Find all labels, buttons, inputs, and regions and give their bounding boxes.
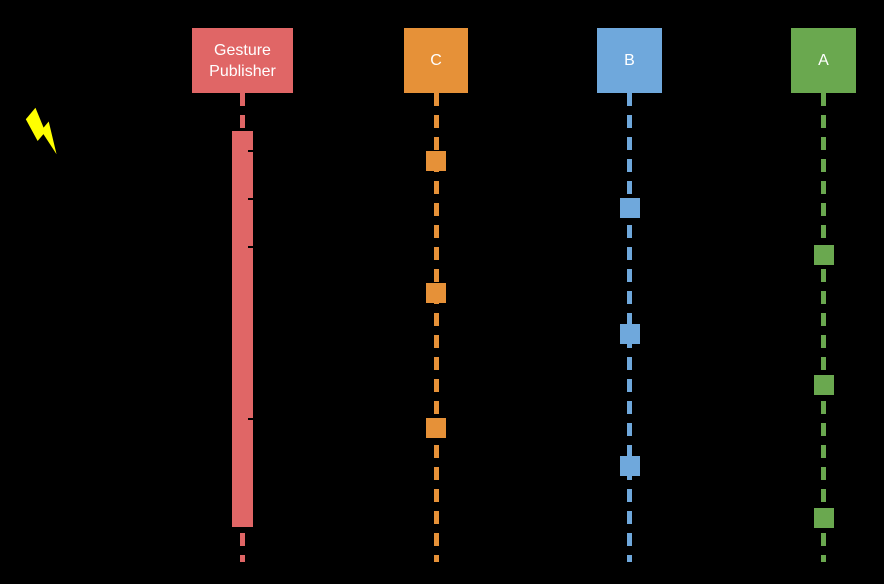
lifeline-c (433, 93, 439, 562)
message-marker-b (619, 198, 640, 218)
activation-bar-gesture-publisher (232, 131, 253, 527)
message-marker-b (619, 456, 640, 476)
actor-label-gesture-publisher: Gesture Publisher (209, 41, 276, 80)
message-marker-c (426, 418, 446, 438)
lightning-bolt-icon (25, 107, 57, 155)
actor-label-a: A (818, 52, 829, 69)
actor-label-c: C (430, 52, 442, 69)
message-marker-b (619, 324, 640, 344)
lifeline-a (821, 93, 826, 562)
actor-box-b: B (597, 28, 662, 93)
lightning-bolt-shape (25, 107, 57, 155)
actor-box-a: A (791, 28, 856, 93)
message-marker-a (813, 508, 834, 528)
message-origin-notch-gesture-publisher (248, 150, 253, 152)
message-marker-c (426, 283, 446, 303)
message-origin-notch-gesture-publisher (248, 418, 253, 420)
message-marker-a (813, 245, 834, 265)
actor-box-gesture-publisher: Gesture Publisher (192, 28, 293, 93)
message-marker-a (813, 375, 834, 395)
message-origin-notch-gesture-publisher (248, 246, 253, 248)
actor-label-b: B (624, 52, 635, 69)
message-origin-notch-gesture-publisher (248, 198, 253, 200)
message-marker-c (426, 151, 446, 171)
actor-box-c: C (404, 28, 468, 93)
